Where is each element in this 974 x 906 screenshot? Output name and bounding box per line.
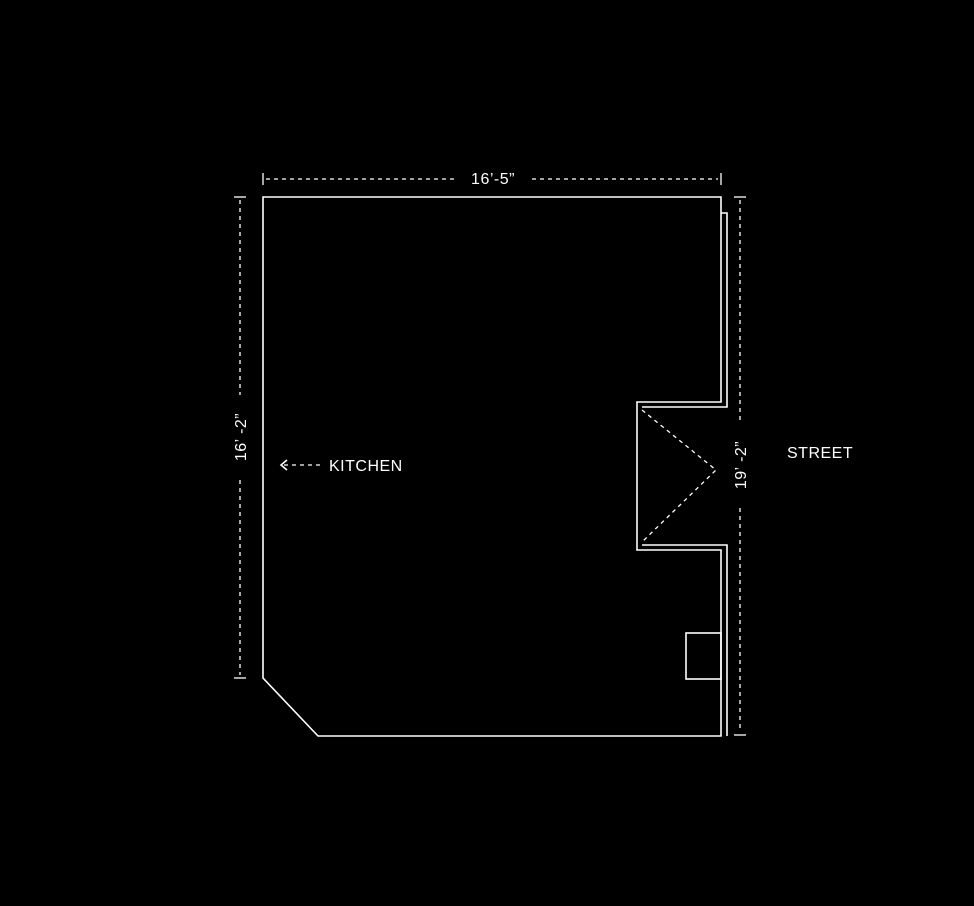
kitchen-label: KITCHEN	[329, 458, 403, 475]
kitchen-arrow	[279, 459, 322, 471]
fixture-box	[685, 632, 722, 680]
right-wall-lower	[642, 544, 728, 736]
left-height-dimension-label: 16’ -2”	[233, 413, 250, 461]
left-dimension: 16’ -2”	[233, 196, 250, 679]
door-swing	[641, 409, 717, 543]
street-label: STREET	[787, 445, 853, 462]
right-height-dimension-label: 19’ -2”	[733, 441, 750, 489]
width-dimension-label: 16’-5”	[471, 171, 515, 188]
room-outline	[262, 196, 722, 737]
top-dimension: 16’-5”	[262, 171, 722, 188]
right-dimension: 19’ -2”	[733, 196, 750, 736]
right-wall-upper	[642, 212, 728, 408]
